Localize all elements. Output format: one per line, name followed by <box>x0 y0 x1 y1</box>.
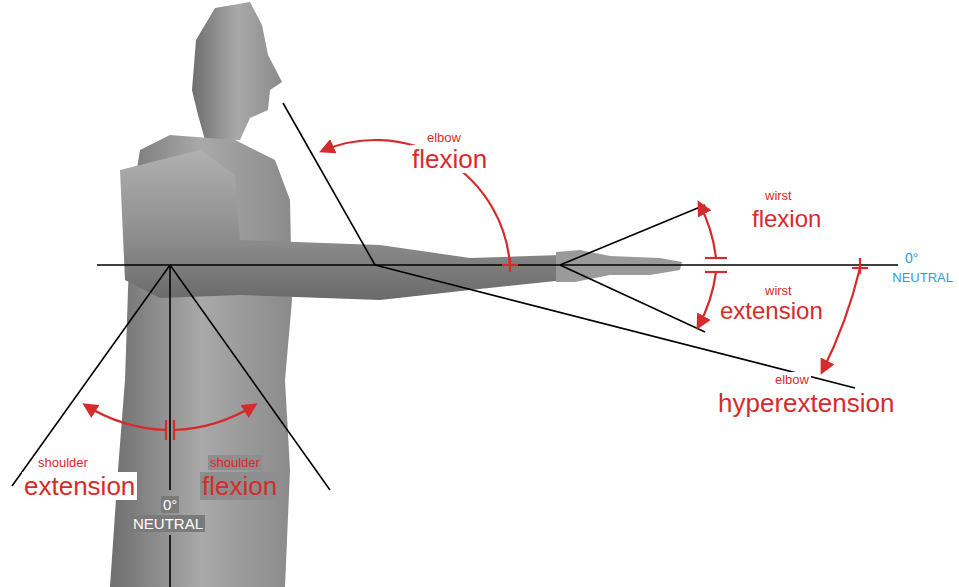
part-name: wirst <box>763 283 794 298</box>
motion-name: flexion <box>410 145 489 173</box>
part-name: shoulder <box>36 455 90 470</box>
motion-name: flexion <box>750 206 823 232</box>
neutral-label: NEUTRAL <box>890 270 955 285</box>
angle-value: 0° <box>903 250 920 266</box>
angle-value: 0° <box>161 496 179 513</box>
part-name: elbow <box>425 130 463 145</box>
part-name: shoulder <box>208 455 262 470</box>
motion-name: extension <box>22 472 137 500</box>
reference-lines <box>12 103 898 587</box>
neutral-label: NEUTRAL <box>131 515 205 532</box>
motion-name: hyperextension <box>716 389 896 417</box>
motion-name: extension <box>718 298 825 324</box>
part-name: elbow <box>773 372 811 387</box>
part-name: wirst <box>763 188 794 203</box>
human-figure <box>110 2 682 587</box>
motion-name: flexion <box>200 472 279 500</box>
